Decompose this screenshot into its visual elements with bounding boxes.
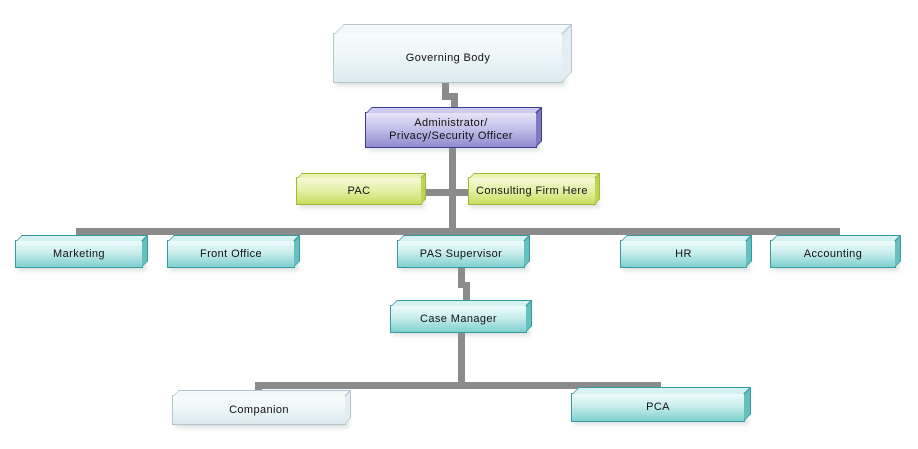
org-node-administrator-label-line1: Administrator/ — [414, 117, 488, 129]
org-node-marketing-label: Marketing — [53, 247, 105, 260]
org-node-pca-label: PCA — [646, 401, 670, 413]
org-node-pac: PAC — [296, 177, 422, 205]
connector-case-trunk — [458, 333, 465, 389]
connector-pas-to-case-upper — [458, 268, 465, 288]
connector-trunk-to-consulting — [456, 189, 468, 196]
org-node-administrator: Administrator/ Privacy/Security Officer — [365, 112, 537, 148]
connector-pas-to-case-lower — [463, 282, 470, 305]
org-node-case-manager: Case Manager — [390, 305, 527, 333]
org-node-case-manager-label: Case Manager — [420, 312, 497, 325]
org-node-hr-label: HR — [675, 247, 692, 260]
org-node-governing-body: Governing Body — [333, 33, 563, 83]
connector-stub-companion — [255, 382, 262, 396]
connector-governing-to-admin-lower — [451, 93, 458, 112]
org-node-front-office: Front Office — [167, 240, 295, 268]
org-node-pas-supervisor-label: PAS Supervisor — [419, 247, 503, 260]
org-node-consulting-firm: Consulting Firm Here — [468, 177, 596, 205]
org-node-pac-label: PAC — [347, 184, 371, 197]
org-node-consulting-firm-label: Consulting Firm Here — [476, 184, 588, 197]
org-node-companion-label: Companion — [229, 403, 289, 416]
org-node-pca: PCA — [571, 393, 745, 422]
org-node-front-office-label: Front Office — [199, 247, 263, 260]
org-node-hr: HR — [620, 240, 747, 268]
org-node-administrator-label: Administrator/ Privacy/Security Officer — [389, 117, 513, 143]
connector-admin-trunk — [449, 148, 456, 235]
org-node-pas-supervisor: PAS Supervisor — [397, 240, 525, 268]
org-node-governing-body-label: Governing Body — [405, 51, 491, 64]
org-node-accounting: Accounting — [770, 240, 896, 268]
connector-governing-to-admin-step — [442, 93, 458, 100]
org-node-marketing: Marketing — [15, 240, 143, 268]
connector-trunk-to-pac — [422, 189, 449, 196]
org-node-accounting-label: Accounting — [803, 247, 863, 260]
org-node-administrator-label-line2: Privacy/Security Officer — [389, 130, 513, 142]
connector-governing-to-admin-upper — [442, 83, 449, 100]
org-node-companion: Companion — [172, 395, 346, 425]
connector-bottom-row-bus — [255, 382, 661, 389]
